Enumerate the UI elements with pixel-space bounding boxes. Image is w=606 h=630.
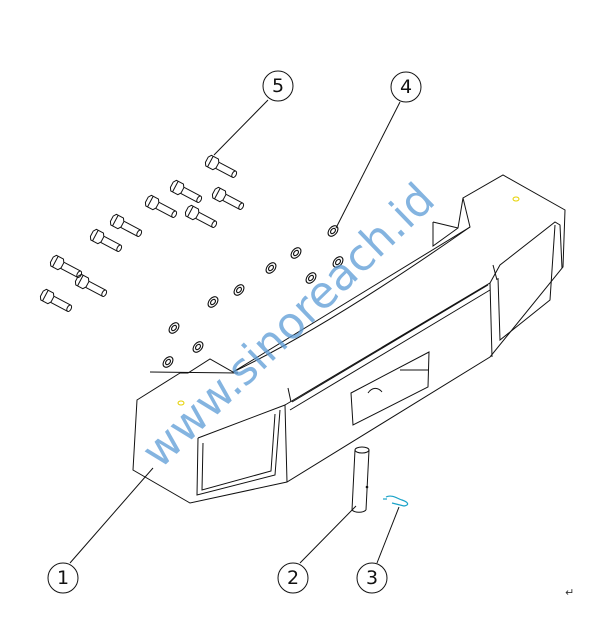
callout-label: 1 [57,567,69,589]
callout-label: 3 [366,567,378,589]
part-5-bolts [39,154,245,312]
bolt [49,254,83,278]
callout-label: 2 [287,567,299,589]
washer [192,341,204,353]
mounting-hole-left [177,400,185,406]
callout-label: 4 [400,76,412,98]
bolt [144,194,178,218]
callout-4: 4 [390,71,422,103]
washer [168,322,180,334]
washer [305,272,317,284]
part-2-pin [351,446,370,513]
callout-label: 5 [272,75,284,97]
part-1-bumper [132,174,566,504]
bolt [109,213,143,237]
washer [162,356,174,368]
part-3-clip [383,495,409,507]
leader-4 [335,101,401,229]
leader-1 [69,467,154,564]
callout-5: 5 [262,70,294,102]
leader-5 [213,99,269,156]
washer [233,284,245,296]
washer [207,296,219,308]
washer [290,247,302,259]
bolt [89,228,123,252]
bolt [169,179,203,203]
leader-3 [376,506,400,564]
return-mark: ↵ [565,586,574,599]
leader-lines [69,99,401,564]
bolt [211,186,245,210]
bolt [204,154,238,178]
washer [332,256,344,268]
bolt [74,273,108,297]
bolt [39,288,73,312]
callout-1: 1 [47,562,79,594]
bolt [184,204,218,228]
washer [327,225,339,237]
part-4-washers [162,225,344,368]
mounting-hole-right [512,196,520,202]
leader-2 [299,505,357,564]
callout-2: 2 [277,562,309,594]
callout-3: 3 [356,562,388,594]
washer [265,262,277,274]
